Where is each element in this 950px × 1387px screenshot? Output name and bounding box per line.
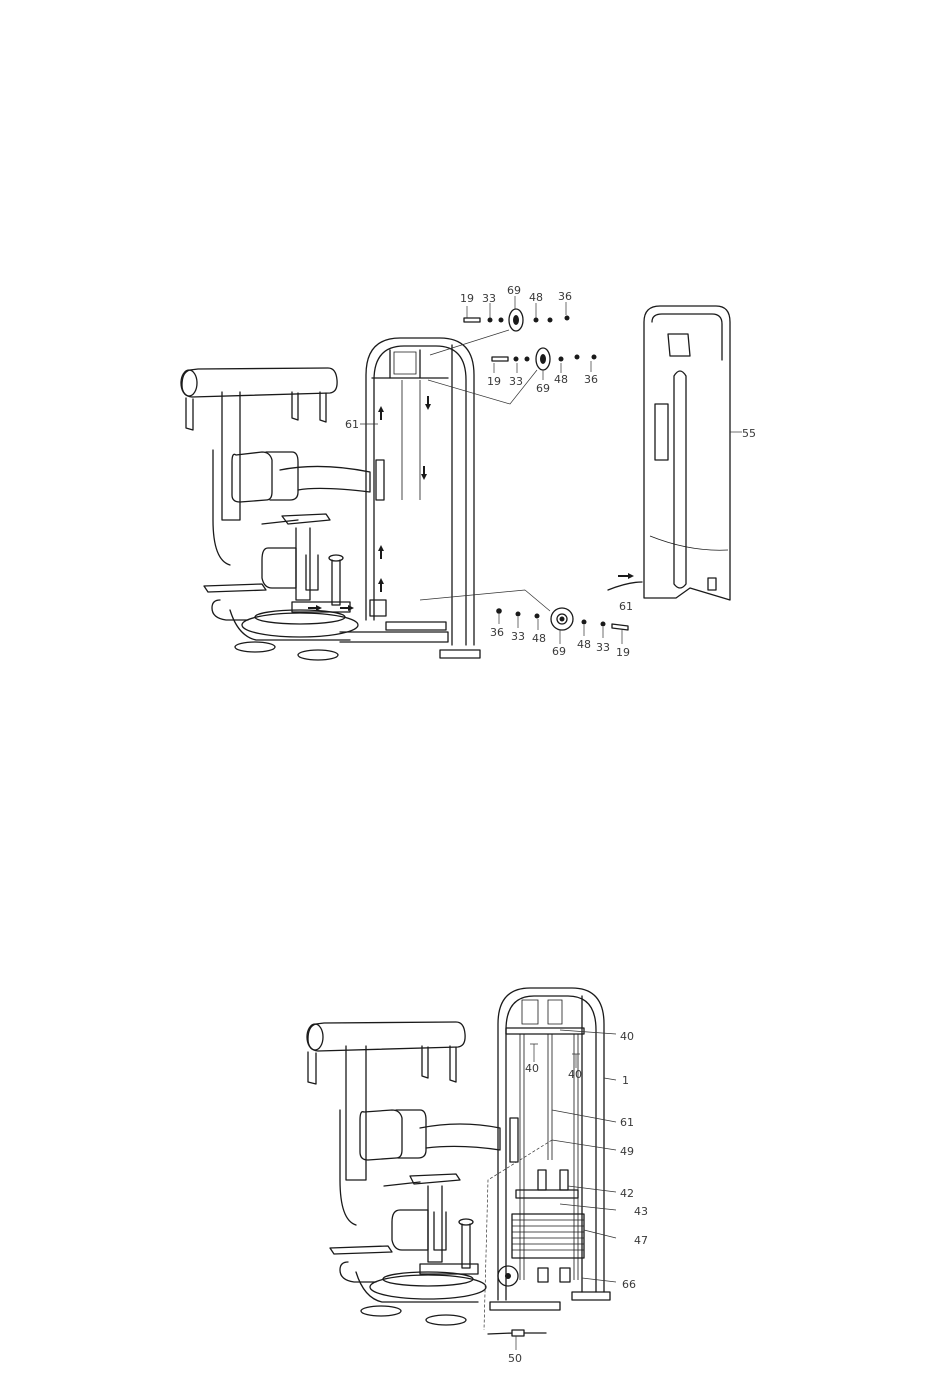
top-exploded-diagram: 19 33 69 48 36 19 33 69 48 36 61 55 61 3…: [181, 284, 756, 660]
callout-19: 19: [487, 375, 501, 388]
callout-36: 36: [558, 290, 572, 303]
selector-pin: [488, 1330, 546, 1350]
callout-48: 48: [554, 373, 568, 386]
callout-1: 1: [622, 1074, 629, 1087]
callout-61: 61: [619, 600, 633, 613]
callout-33: 33: [511, 630, 525, 643]
callout-48: 48: [529, 291, 543, 304]
callout-48: 48: [532, 632, 546, 645]
callout-33: 33: [509, 375, 523, 388]
callout-19: 19: [616, 646, 630, 659]
rotary-torso-seat-unit-assembled: [307, 1022, 500, 1325]
tower-with-weight-stack: [490, 988, 610, 1310]
rotary-torso-seat-unit: [181, 368, 448, 660]
callout-66: 66: [622, 1278, 636, 1291]
callout-42: 42: [620, 1187, 634, 1200]
callout-47: 47: [634, 1234, 648, 1247]
callout-40: 40: [568, 1068, 582, 1081]
shroud-panel: [644, 306, 742, 600]
pulley-assembly-upper: [430, 296, 570, 355]
callout-69: 69: [507, 284, 521, 297]
callout-40: 40: [525, 1062, 539, 1075]
callout-49: 49: [620, 1145, 634, 1158]
callout-43: 43: [634, 1205, 648, 1218]
callout-55: 55: [742, 427, 756, 440]
callout-69: 69: [552, 645, 566, 658]
callout-33: 33: [596, 641, 610, 654]
callout-48: 48: [577, 638, 591, 651]
callout-36: 36: [490, 626, 504, 639]
tower-frame: [308, 338, 480, 658]
bottom-assembled-diagram: 40 40 40 1 61 49 42 43 47 66 50: [307, 988, 648, 1365]
callout-69: 69: [536, 382, 550, 395]
callout-19: 19: [460, 292, 474, 305]
callout-33: 33: [482, 292, 496, 305]
callout-50: 50: [508, 1352, 522, 1365]
callout-61: 61: [620, 1116, 634, 1129]
cable-end-61: [608, 573, 642, 590]
top-callouts: 19 33 69 48 36 19 33 69 48 36 61 55 61 3…: [345, 284, 756, 659]
callout-61: 61: [345, 418, 359, 431]
callout-36: 36: [584, 373, 598, 386]
callout-40: 40: [620, 1030, 634, 1043]
